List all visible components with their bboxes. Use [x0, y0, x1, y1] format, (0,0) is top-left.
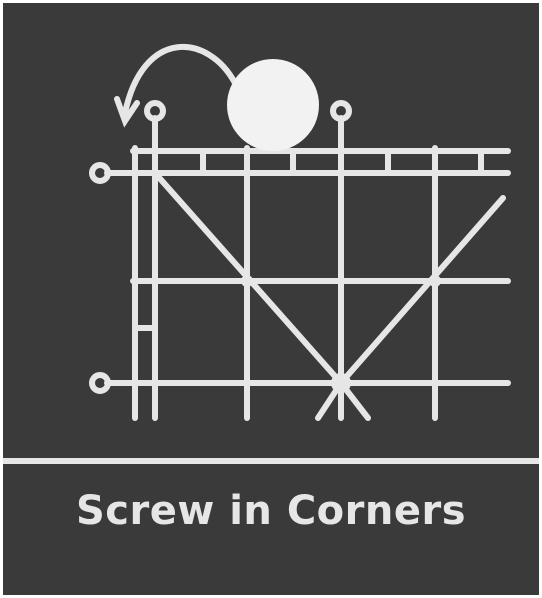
connector-ring-icon — [330, 100, 352, 122]
caption-label: Screw in Corners — [75, 488, 467, 534]
scaffold-frame-screw-corner-icon — [89, 43, 511, 421]
caption-divider — [3, 458, 539, 464]
connector-ring-icon — [144, 100, 166, 122]
screw-point-icon — [227, 59, 319, 151]
arrow-head-icon — [114, 96, 140, 128]
instruction-tile: Screw in Corners — [3, 3, 539, 595]
connector-ring-icon — [89, 372, 111, 394]
connector-ring-icon — [89, 162, 111, 184]
diagonal-brace — [338, 195, 506, 386]
rotate-arrow-icon — [122, 43, 238, 116]
